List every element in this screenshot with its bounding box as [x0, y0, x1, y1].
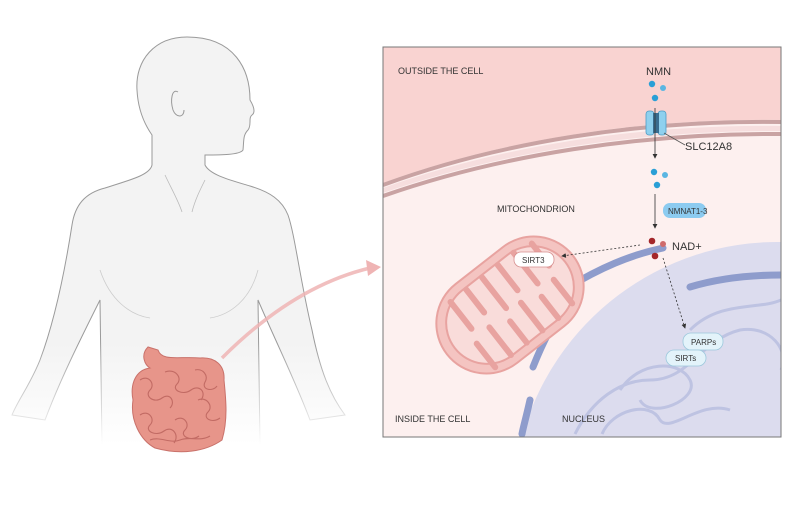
nmnat-label: NMNAT1-3 [668, 207, 708, 216]
nad-to-sirt3-arrow [561, 244, 641, 258]
nmnat-badge [663, 203, 706, 218]
cell-panel: OUTSIDE THE CELL INSIDE THE CELL NUCLEUS… [383, 47, 781, 437]
sirts-label: SIRTs [675, 354, 696, 363]
sirt3-label: SIRT3 [522, 256, 545, 265]
nucleus [522, 241, 781, 437]
nmn-label: NMN [646, 66, 671, 78]
nucleus-label: NUCLEUS [562, 414, 605, 424]
nad-label: NAD+ [672, 241, 702, 253]
human-body [11, 36, 346, 446]
slc12a8-label: SLC12A8 [685, 141, 732, 153]
cell-panel-border [382, 46, 782, 438]
inside-cell-label: INSIDE THE CELL [395, 414, 470, 424]
ear-icon [171, 90, 185, 117]
extracellular-space [383, 47, 781, 183]
parps-label: PARPs [691, 338, 716, 347]
zoom-arrow [220, 266, 371, 360]
outside-cell-label: OUTSIDE THE CELL [398, 66, 483, 76]
sirt3-badge [513, 251, 555, 268]
mitochondrion [435, 235, 585, 375]
cell-membrane-outer [383, 119, 781, 187]
intestines [131, 346, 227, 453]
nad-molecules [648, 237, 666, 260]
cell-membrane-inner [383, 131, 781, 198]
slc12a8-transporter [645, 110, 686, 146]
mitochondrion-label: MITOCHONDRION [497, 204, 575, 214]
nad-to-nucleus-arrow [662, 257, 687, 329]
nmn-molecules-inside [650, 168, 668, 189]
nmn-molecules-outside [648, 80, 666, 102]
sirts-badge [665, 349, 707, 367]
arrowhead-icon [366, 260, 381, 276]
parps-badge [682, 332, 724, 351]
